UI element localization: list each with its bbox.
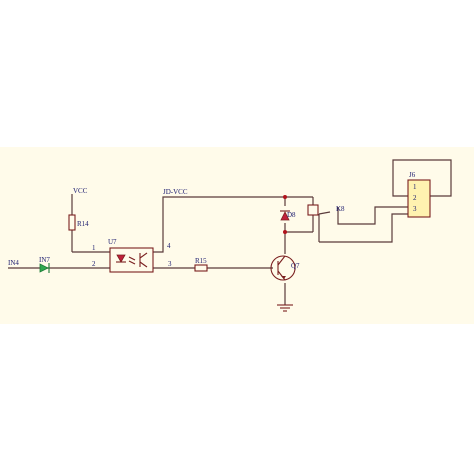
diode-d8-icon <box>280 210 290 221</box>
wires <box>8 159 452 305</box>
label-u7: U7 <box>108 238 117 246</box>
wire-relay-no <box>337 206 408 225</box>
label-in4: IN4 <box>8 259 19 267</box>
label-j6: J6 <box>409 171 416 179</box>
label-q7: Q7 <box>291 262 300 270</box>
transistor-q7-icon <box>270 255 296 281</box>
resistor-r15 <box>194 264 208 272</box>
label-jd-vcc: JD-VCC <box>163 188 188 196</box>
relay-k8-coil <box>307 204 319 216</box>
wire-u7-pin4-to-jdvcc <box>153 196 313 253</box>
wire-relay-arm <box>318 211 331 215</box>
junction-dot <box>283 230 287 234</box>
optocoupler-u7 <box>109 247 154 273</box>
label-j6-pin1: 1 <box>413 183 417 191</box>
wire-relay-to-j6-pin3 <box>319 213 408 243</box>
junctions <box>283 195 287 234</box>
label-pin4: 4 <box>167 242 171 250</box>
label-j6-pin3: 3 <box>413 205 417 213</box>
ground-icon <box>277 304 293 312</box>
junction-dot <box>283 195 287 199</box>
label-r14: R14 <box>77 220 89 228</box>
label-r15: R15 <box>195 257 207 265</box>
schematic-sheet <box>0 147 474 324</box>
opto-led-icon <box>116 254 126 263</box>
label-k8: K8 <box>336 205 345 213</box>
label-pin3: 3 <box>168 260 172 268</box>
label-pin2: 2 <box>92 260 96 268</box>
label-j6-pin2: 2 <box>413 194 417 202</box>
connector-j6 <box>407 179 431 218</box>
wire-j6-pin1 <box>392 159 452 197</box>
resistor-r14 <box>68 214 76 231</box>
label-vcc: VCC <box>73 187 88 195</box>
label-d8: D8 <box>287 211 296 219</box>
label-pin1: 1 <box>92 244 96 252</box>
label-in7: IN7 <box>39 256 50 264</box>
led-in7-icon <box>39 263 50 273</box>
